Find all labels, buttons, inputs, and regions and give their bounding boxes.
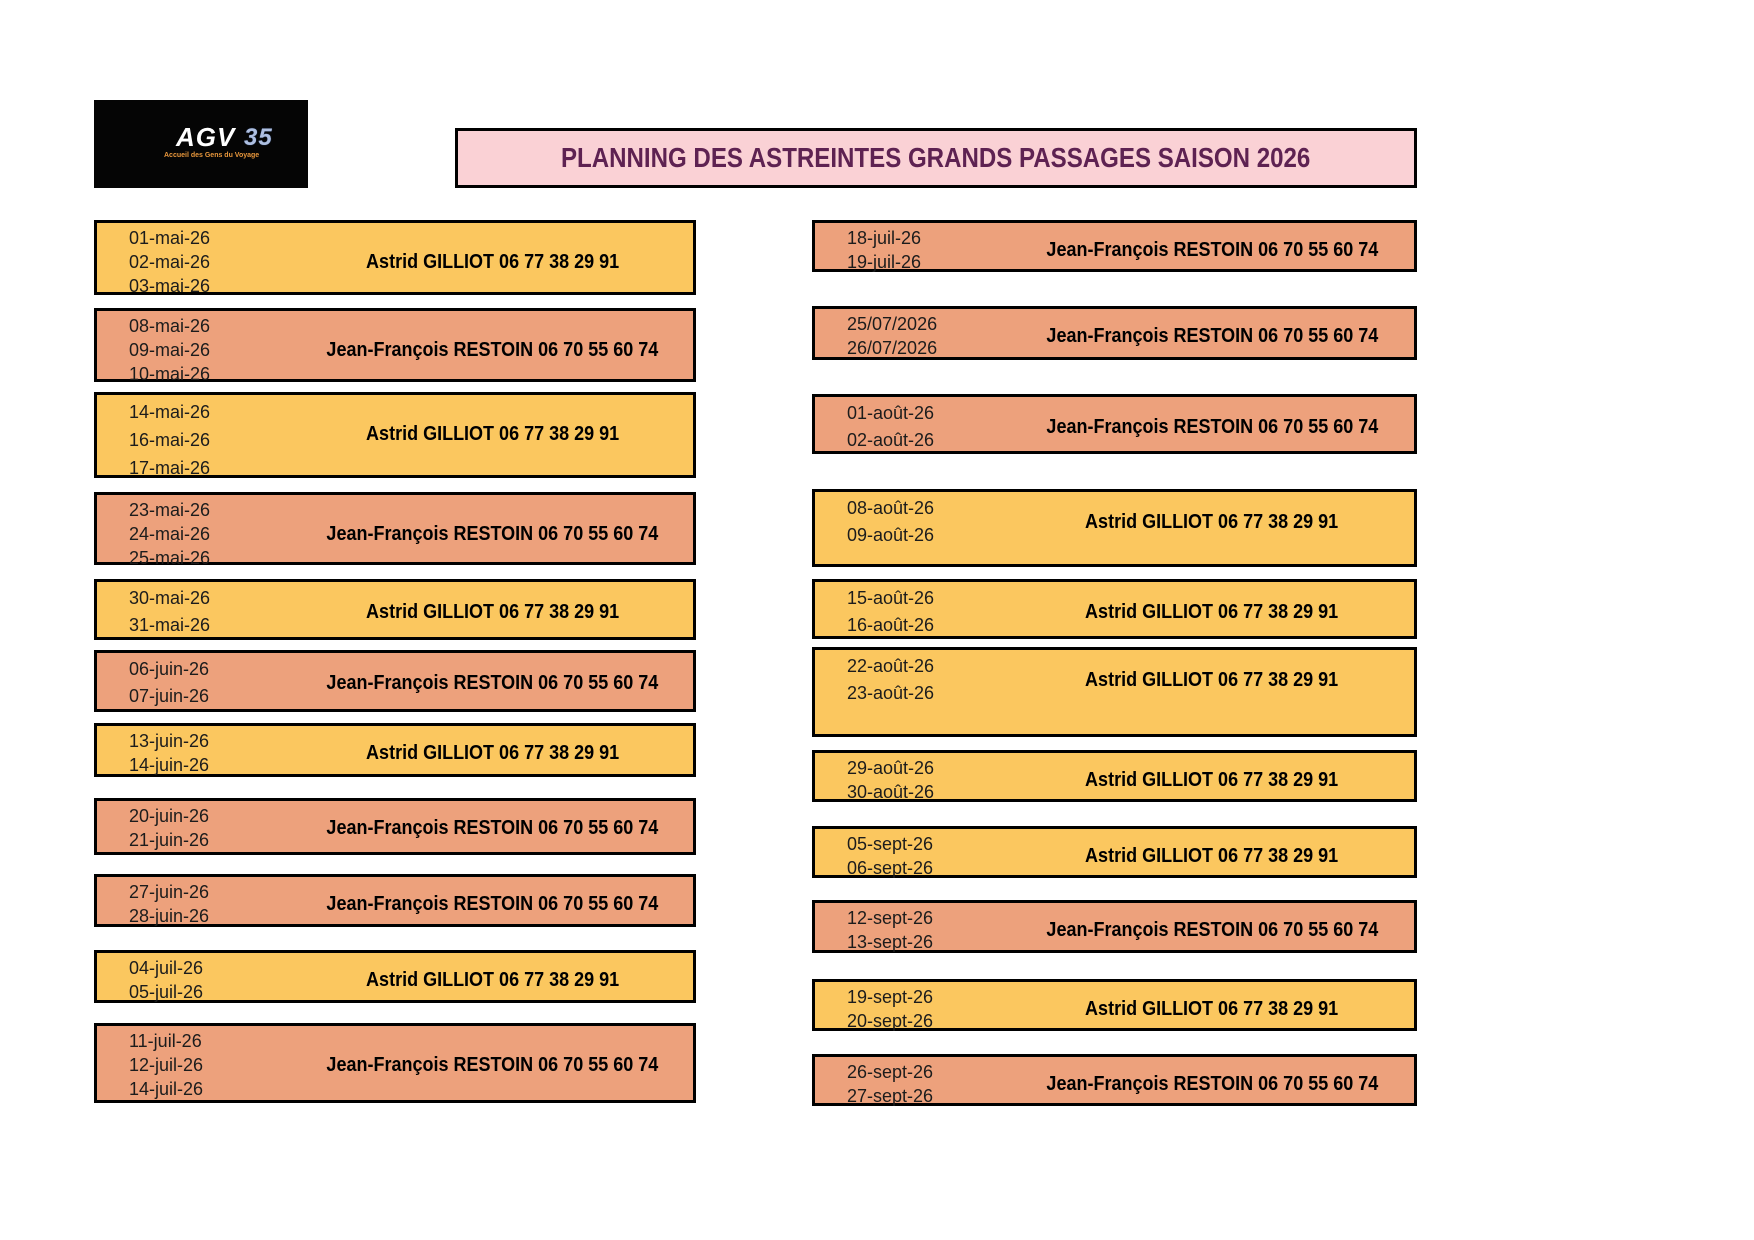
block-dates: 15-août-26 16-août-26 (847, 588, 935, 635)
schedule-block: 25/07/2026 26/07/2026 Jean-François REST… (812, 306, 1417, 360)
block-person: Astrid GILLIOT 06 77 38 29 91 (365, 600, 620, 623)
block-person: Astrid GILLIOT 06 77 38 29 91 (365, 741, 620, 764)
schedule-block: 05-sept-26 06-sept-26 Astrid GILLIOT 06 … (812, 826, 1417, 878)
schedule-block: 23-mai-26 24-mai-26 25-mai-26 Jean-Franç… (94, 492, 696, 568)
schedule-block: 15-août-26 16-août-26 Astrid GILLIOT 06 … (812, 579, 1417, 639)
schedule-block: 01-août-26 02-août-26 Jean-François REST… (812, 394, 1417, 454)
block-person: Astrid GILLIOT 06 77 38 29 91 (1085, 510, 1339, 533)
schedule-block: 04-juil-26 05-juil-26 Astrid GILLIOT 06 … (94, 950, 696, 1003)
block-person: Jean-François RESTOIN 06 70 55 60 74 (1046, 324, 1378, 347)
block-dates: 27-juin-26 28-juin-26 (129, 882, 210, 926)
block-person: Jean-François RESTOIN 06 70 55 60 74 (1046, 415, 1378, 438)
schedule-block: 12-sept-26 13-sept-26 Jean-François REST… (812, 900, 1417, 953)
title-banner: PLANNING DES ASTREINTES GRANDS PASSAGES … (455, 128, 1417, 188)
schedule-block: 29-août-26 30-août-26 Astrid GILLIOT 06 … (812, 750, 1417, 802)
block-person: Jean-François RESTOIN 06 70 55 60 74 (326, 338, 659, 361)
block-dates: 20-juin-26 21-juin-26 (129, 806, 210, 850)
block-dates: 08-mai-26 09-mai-26 10-mai-26 (129, 316, 211, 384)
block-dates: 08-août-26 09-août-26 (847, 498, 935, 545)
block-dates: 18-juil-26 19-juil-26 (847, 228, 922, 272)
block-person: Jean-François RESTOIN 06 70 55 60 74 (326, 816, 659, 839)
schedule-block: 26-sept-26 27-sept-26 Jean-François REST… (812, 1054, 1417, 1106)
block-person: Astrid GILLIOT 06 77 38 29 91 (1085, 668, 1339, 691)
schedule-block: 18-juil-26 19-juil-26 Jean-François REST… (812, 220, 1417, 272)
block-person: Jean-François RESTOIN 06 70 55 60 74 (1046, 918, 1378, 941)
logo-number: 35 (244, 124, 273, 151)
schedule-block: 22-août-26 23-août-26 Astrid GILLIOT 06 … (812, 647, 1417, 737)
schedule-block: 11-juil-26 12-juil-26 14-juil-26 Jean-Fr… (94, 1023, 696, 1103)
agv-logo: AGV 35 Accueil des Gens du Voyage (94, 100, 308, 188)
block-dates: 01-août-26 02-août-26 (847, 403, 935, 450)
schedule-block: 19-sept-26 20-sept-26 Astrid GILLIOT 06 … (812, 979, 1417, 1031)
schedule-block: 20-juin-26 21-juin-26 Jean-François REST… (94, 798, 696, 855)
block-person: Astrid GILLIOT 06 77 38 29 91 (1085, 844, 1339, 867)
block-person: Astrid GILLIOT 06 77 38 29 91 (365, 250, 620, 273)
block-person: Jean-François RESTOIN 06 70 55 60 74 (326, 1053, 659, 1076)
block-dates: 11-juil-26 12-juil-26 14-juil-26 (129, 1031, 204, 1099)
block-person: Jean-François RESTOIN 06 70 55 60 74 (326, 522, 659, 545)
block-dates: 14-mai-26 16-mai-26 17-mai-26 (129, 402, 211, 478)
schedule-block: 06-juin-26 07-juin-26 Jean-François REST… (94, 650, 696, 712)
schedule-block: 08-mai-26 09-mai-26 10-mai-26 Jean-Franç… (94, 308, 696, 384)
block-dates: 23-mai-26 24-mai-26 25-mai-26 (129, 500, 211, 568)
block-person: Jean-François RESTOIN 06 70 55 60 74 (326, 892, 659, 915)
block-person: Astrid GILLIOT 06 77 38 29 91 (1085, 600, 1339, 623)
page-title: PLANNING DES ASTREINTES GRANDS PASSAGES … (561, 142, 1311, 173)
block-person: Astrid GILLIOT 06 77 38 29 91 (1085, 768, 1339, 791)
block-dates: 05-sept-26 06-sept-26 (847, 834, 934, 878)
block-dates: 06-juin-26 07-juin-26 (129, 659, 210, 706)
logo-tagline: Accueil des Gens du Voyage (164, 152, 260, 159)
block-dates: 22-août-26 23-août-26 (847, 656, 935, 703)
block-dates: 30-mai-26 31-mai-26 (129, 588, 211, 635)
schedule-block: 14-mai-26 16-mai-26 17-mai-26 Astrid GIL… (94, 392, 696, 478)
logo-acronym: AGV (176, 122, 236, 152)
block-dates: 29-août-26 30-août-26 (847, 758, 935, 802)
block-person: Astrid GILLIOT 06 77 38 29 91 (365, 968, 620, 991)
block-dates: 25/07/2026 26/07/2026 (847, 314, 938, 358)
block-dates: 04-juil-26 05-juil-26 (129, 958, 204, 1002)
block-person: Jean-François RESTOIN 06 70 55 60 74 (1046, 238, 1378, 261)
block-person: Jean-François RESTOIN 06 70 55 60 74 (326, 671, 659, 694)
schedule-block: 13-juin-26 14-juin-26 Astrid GILLIOT 06 … (94, 723, 696, 777)
block-dates: 13-juin-26 14-juin-26 (129, 731, 210, 775)
block-dates: 01-mai-26 02-mai-26 03-mai-26 (129, 228, 211, 296)
block-dates: 26-sept-26 27-sept-26 (847, 1062, 934, 1106)
schedule-block: 08-août-26 09-août-26 Astrid GILLIOT 06 … (812, 489, 1417, 567)
schedule-block: 27-juin-26 28-juin-26 Jean-François REST… (94, 874, 696, 927)
block-person: Jean-François RESTOIN 06 70 55 60 74 (1046, 1072, 1378, 1095)
block-dates: 12-sept-26 13-sept-26 (847, 908, 934, 952)
block-person: Astrid GILLIOT 06 77 38 29 91 (1085, 997, 1339, 1020)
schedule-block: 30-mai-26 31-mai-26 Astrid GILLIOT 06 77… (94, 579, 696, 640)
block-person: Astrid GILLIOT 06 77 38 29 91 (365, 422, 620, 445)
block-dates: 19-sept-26 20-sept-26 (847, 987, 934, 1031)
schedule-block: 01-mai-26 02-mai-26 03-mai-26 Astrid GIL… (94, 220, 696, 296)
